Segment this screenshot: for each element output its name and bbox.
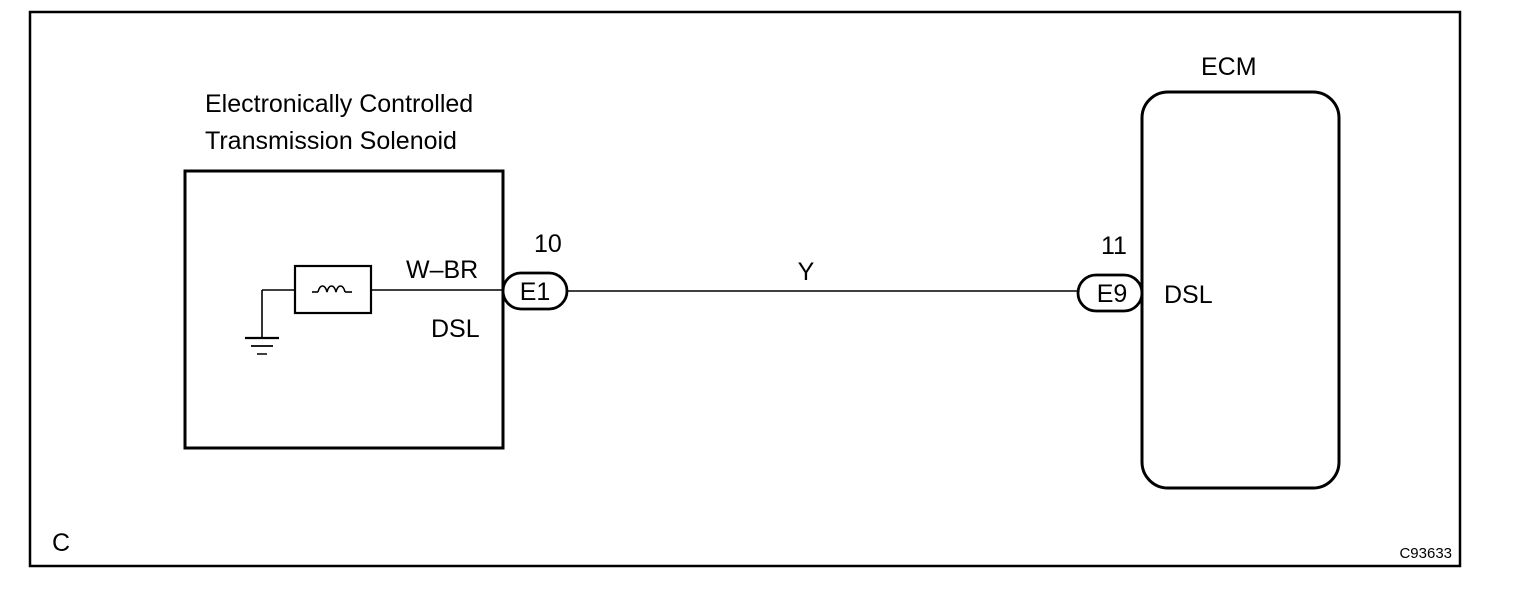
solenoid-title-line1: Electronically Controlled: [205, 90, 473, 118]
figure-code: C93633: [1399, 545, 1452, 562]
harness-wire-color: Y: [798, 258, 815, 286]
solenoid-component: Electronically Controlled Transmission S…: [183, 90, 505, 450]
ecm-component: ECM DSL: [1140, 53, 1341, 490]
solenoid-title-line2: Transmission Solenoid: [205, 127, 457, 155]
diagram-frame: [28, 10, 1462, 568]
coil-box: [293, 264, 373, 315]
corner-label: C: [52, 529, 70, 557]
ecm-title: ECM: [1201, 53, 1257, 81]
connector-e1: 10 E1: [501, 230, 569, 311]
connector-e1-code: E1: [520, 278, 551, 306]
solenoid-wire-color: W–BR: [406, 256, 478, 284]
connector-e1-pin: 10: [534, 230, 562, 258]
ecm-box: [1140, 90, 1341, 490]
coil-icon: [317, 285, 346, 293]
connector-e9: 11 E9: [1076, 232, 1144, 313]
ecm-terminal-name: DSL: [1164, 281, 1213, 309]
ground-icon: [245, 290, 279, 355]
connector-e9-code: E9: [1097, 280, 1128, 308]
connector-e9-pin: 11: [1101, 232, 1127, 260]
solenoid-box: [183, 169, 505, 450]
solenoid-terminal-name: DSL: [431, 315, 480, 343]
